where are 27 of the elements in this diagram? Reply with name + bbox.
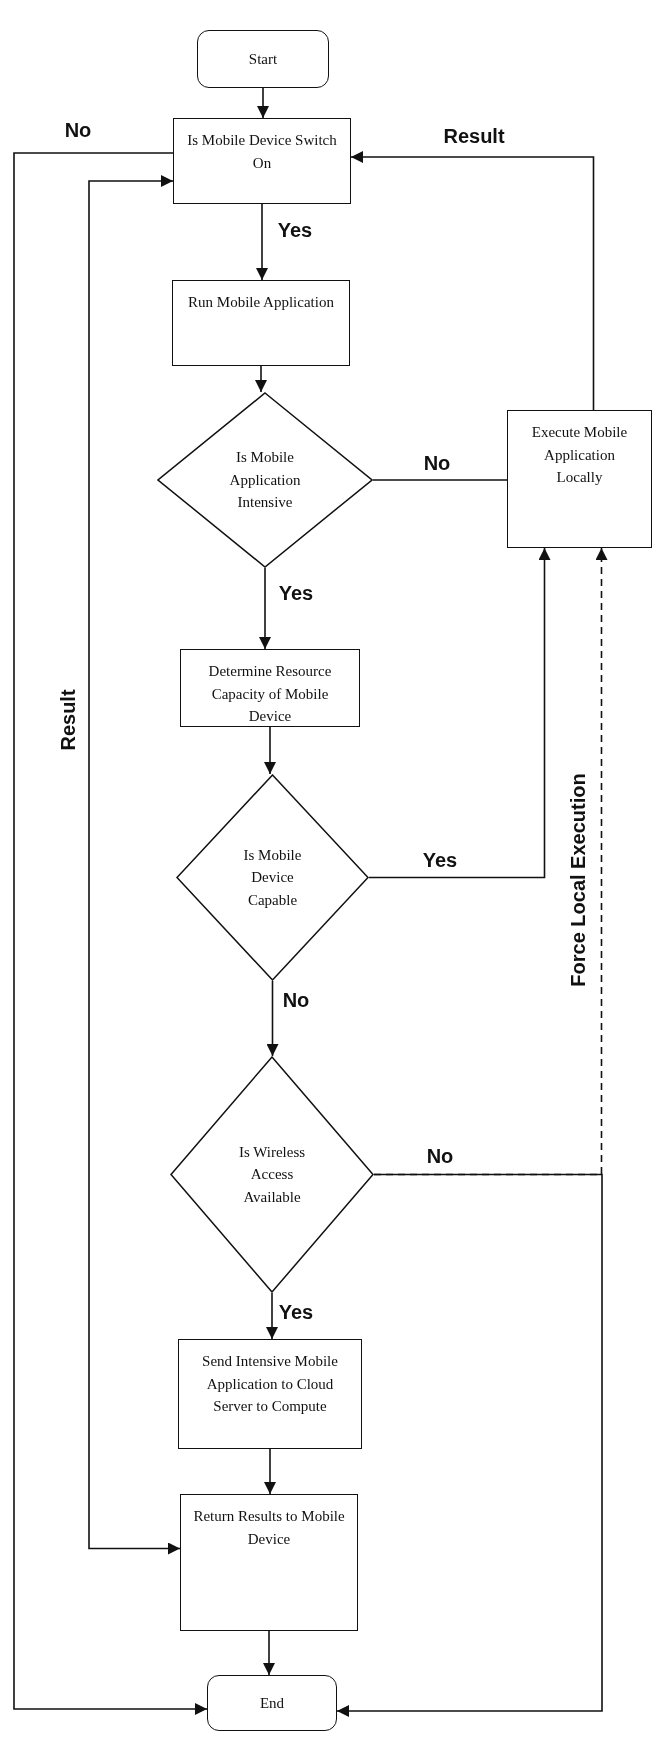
decision-diamond: Is Mobile Device Capable	[176, 774, 369, 981]
process-box: Send Intensive Mobile Application to Cloud Server to Compute	[178, 1339, 362, 1449]
arrow	[13, 152, 208, 1715]
process-box: Execute Mobile Application Locally	[507, 410, 652, 548]
terminal-box: End	[207, 1675, 337, 1731]
arrow	[264, 1448, 276, 1495]
arrow	[259, 567, 271, 650]
arrow	[373, 547, 608, 1176]
arrow	[263, 1630, 275, 1676]
decision-diamond: Is Wireless Access Available	[170, 1056, 374, 1293]
arrow	[266, 980, 279, 1057]
connector-line	[372, 479, 508, 481]
process-box: Run Mobile Application	[172, 280, 350, 366]
arrow	[264, 726, 276, 775]
process-box: Return Results to Mobile Device	[180, 1494, 358, 1631]
process-box: Determine Resource Capacity of Mobile Device	[180, 649, 360, 727]
arrow	[255, 365, 267, 393]
decision-diamond: Is Mobile Application Intensive	[157, 392, 373, 568]
process-box: Is Mobile Device Switch On	[173, 118, 351, 204]
terminal-box: Start	[197, 30, 329, 88]
arrow	[368, 547, 551, 879]
arrow	[88, 175, 181, 1555]
arrow	[256, 203, 268, 281]
arrow	[257, 87, 269, 119]
arrow	[350, 151, 595, 411]
arrow	[336, 1173, 603, 1717]
arrow	[266, 1292, 278, 1340]
